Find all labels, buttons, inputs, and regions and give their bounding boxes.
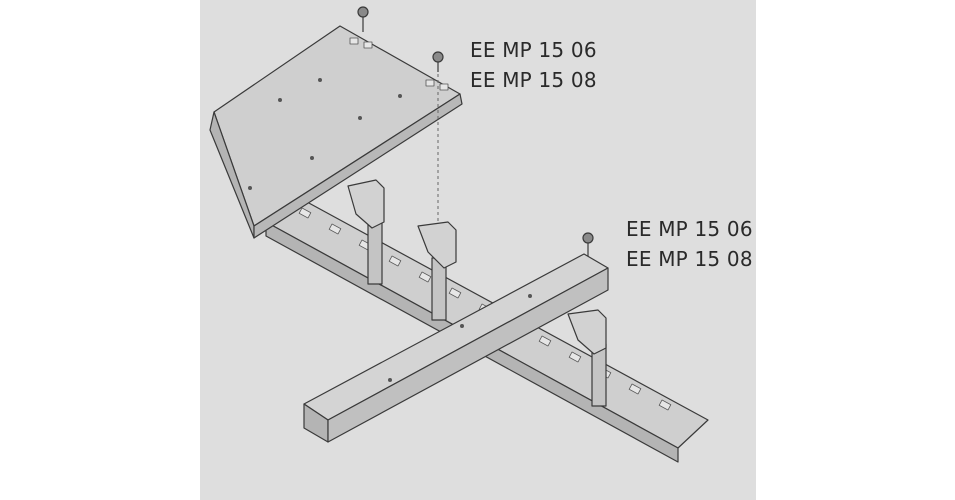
vertical-uprights (367, 221, 607, 407)
angle-bracket (347, 179, 607, 355)
cross-arm (303, 253, 609, 443)
diagram-panel: EE MP 15 06 EE MP 15 08 EE MP 15 06 EE M… (200, 0, 756, 500)
screw-icon (357, 6, 369, 32)
part-label: EE MP 15 08 (626, 247, 753, 271)
shelf-plate (209, 25, 463, 239)
assembly-drawing (209, 6, 709, 463)
screw-icon (432, 51, 444, 72)
screw-icon (582, 232, 594, 256)
part-label: EE MP 15 06 (470, 38, 597, 62)
part-label: EE MP 15 06 (626, 217, 753, 241)
part-label: EE MP 15 08 (470, 68, 597, 92)
